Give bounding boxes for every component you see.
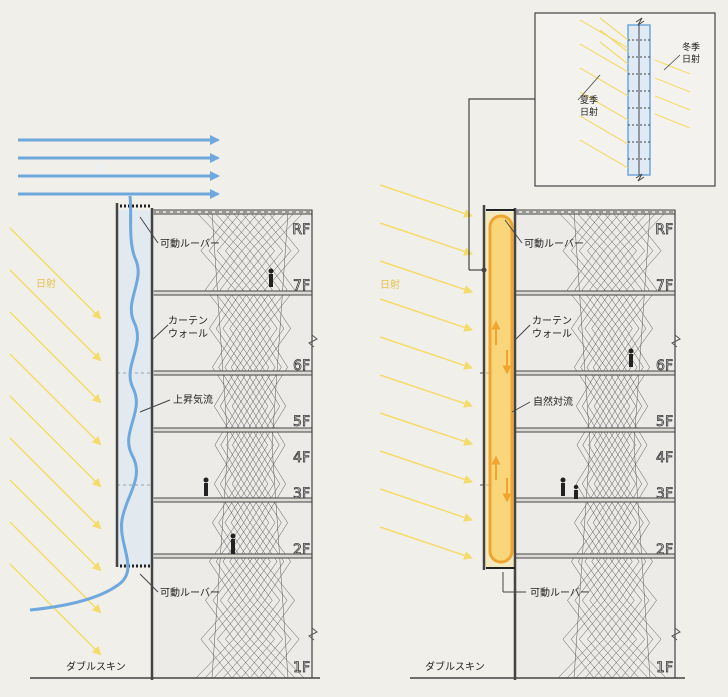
right-louver-top-label: 可動ルーバー xyxy=(524,237,584,250)
floor-label: 6F xyxy=(656,358,673,374)
left-structural-lattice xyxy=(195,211,305,679)
leader-line xyxy=(511,401,531,413)
floor-slab xyxy=(151,553,313,559)
inset-connector xyxy=(468,98,535,270)
sun-ray-arrow xyxy=(379,336,474,370)
floor-label: RF xyxy=(292,222,310,238)
person-icon xyxy=(268,268,274,287)
person-icon xyxy=(230,533,236,554)
right-louver-bottom-label: 可動ルーバー xyxy=(530,586,590,599)
right-sun-rays xyxy=(379,184,474,560)
floor-slab xyxy=(514,370,676,376)
sun-ray-arrow xyxy=(379,374,474,408)
left-dashed-levels xyxy=(117,211,312,486)
sun-ray-arrow xyxy=(379,222,474,256)
right-people xyxy=(560,348,634,499)
sun-ray-arrow xyxy=(379,412,474,446)
wind-arrows xyxy=(18,135,220,199)
floor-slab xyxy=(514,497,676,503)
sun-ray-arrow xyxy=(9,521,102,614)
floor-label: 4F xyxy=(293,450,310,466)
floor-label: RF xyxy=(655,222,673,238)
sun-ray-arrow xyxy=(379,450,474,484)
right-double-skin-label: ダブルスキン xyxy=(425,660,485,673)
right-dashed-levels xyxy=(480,211,675,486)
floor-label: 5F xyxy=(656,414,673,430)
floor-label: 3F xyxy=(293,486,310,502)
right-curtain-wall-label: カーテンウォール xyxy=(532,315,572,340)
sun-ray-arrow xyxy=(9,269,102,362)
floor-label: 2F xyxy=(293,542,310,558)
sun-ray-arrow xyxy=(9,395,102,488)
natural-convection-loop xyxy=(488,214,514,564)
person-icon xyxy=(573,484,579,499)
floor-slab xyxy=(151,427,313,433)
summer-sun-label: 夏季日射 xyxy=(580,94,598,118)
leader-line xyxy=(151,324,169,341)
right-break-mark xyxy=(671,627,681,641)
left-break-mark xyxy=(308,334,318,348)
sun-ray-arrow xyxy=(9,563,102,656)
sun-ray-arrow xyxy=(379,298,474,332)
sun-ray-arrow xyxy=(9,311,102,404)
left-double-skin-cavity xyxy=(117,210,154,567)
floor-label: 5F xyxy=(293,414,310,430)
inset-panel: 夏季日射 冬季日射 xyxy=(468,12,716,273)
floor-slab xyxy=(514,290,676,296)
person-icon xyxy=(628,348,634,367)
leader-line xyxy=(139,399,171,413)
person-icon xyxy=(560,477,566,496)
rising-air-flow xyxy=(29,195,140,612)
right-floor-labels: RF 7F 6F 5F 4F 3F 2F 1F xyxy=(655,222,674,677)
floor-label: 2F xyxy=(656,542,673,558)
floor-label: 1F xyxy=(293,660,310,676)
sun-ray-arrow xyxy=(9,353,102,446)
right-structural-lattice xyxy=(557,211,667,679)
leader-line xyxy=(139,573,159,593)
floor-label: 3F xyxy=(656,486,673,502)
right-building xyxy=(410,205,685,680)
left-floor-labels: RF 7F 6F 5F 4F 3F 2F 1F xyxy=(292,222,311,677)
sun-ray-arrow xyxy=(9,227,102,320)
sun-ray-arrow xyxy=(379,526,474,560)
person-icon xyxy=(203,477,209,496)
convection-label: 自然対流 xyxy=(533,395,573,408)
sun-ray-arrow xyxy=(379,488,474,522)
left-double-skin-label: ダブルスキン xyxy=(66,660,126,673)
floor-label: 6F xyxy=(293,358,310,374)
wind-label: 風 xyxy=(96,162,106,174)
floor-slab xyxy=(151,497,313,503)
leader-line xyxy=(514,324,531,341)
floor-label: 7F xyxy=(293,278,310,294)
floor-slab xyxy=(151,370,313,376)
floor-slab xyxy=(514,427,676,433)
floor-slab xyxy=(151,290,313,296)
sun-ray-arrow xyxy=(9,479,102,572)
right-sun-label: 日射 xyxy=(380,279,400,291)
left-break-mark xyxy=(308,627,318,641)
rising-air-label: 上昇気流 xyxy=(173,393,213,406)
right-break-mark xyxy=(671,334,681,348)
sun-ray-arrow xyxy=(9,437,102,530)
left-building xyxy=(30,203,320,680)
floor-label: 7F xyxy=(656,278,673,294)
floor-label: 1F xyxy=(656,660,673,676)
floor-label: 4F xyxy=(656,450,673,466)
left-sun-rays xyxy=(9,227,102,656)
floor-slab xyxy=(514,553,676,559)
left-sun-label: 日射 xyxy=(36,278,56,290)
left-louver-bottom-label: 可動ルーバー xyxy=(160,586,220,599)
left-curtain-wall-label: カーテンウォール xyxy=(168,315,208,340)
winter-sun-label: 冬季日射 xyxy=(682,41,700,65)
leader-line xyxy=(139,216,159,244)
sun-ray-arrow xyxy=(379,260,474,294)
left-louver-top-label: 可動ルーバー xyxy=(160,237,220,250)
sun-ray-arrow xyxy=(379,184,474,218)
left-people xyxy=(203,268,274,554)
leader-line xyxy=(504,219,523,244)
